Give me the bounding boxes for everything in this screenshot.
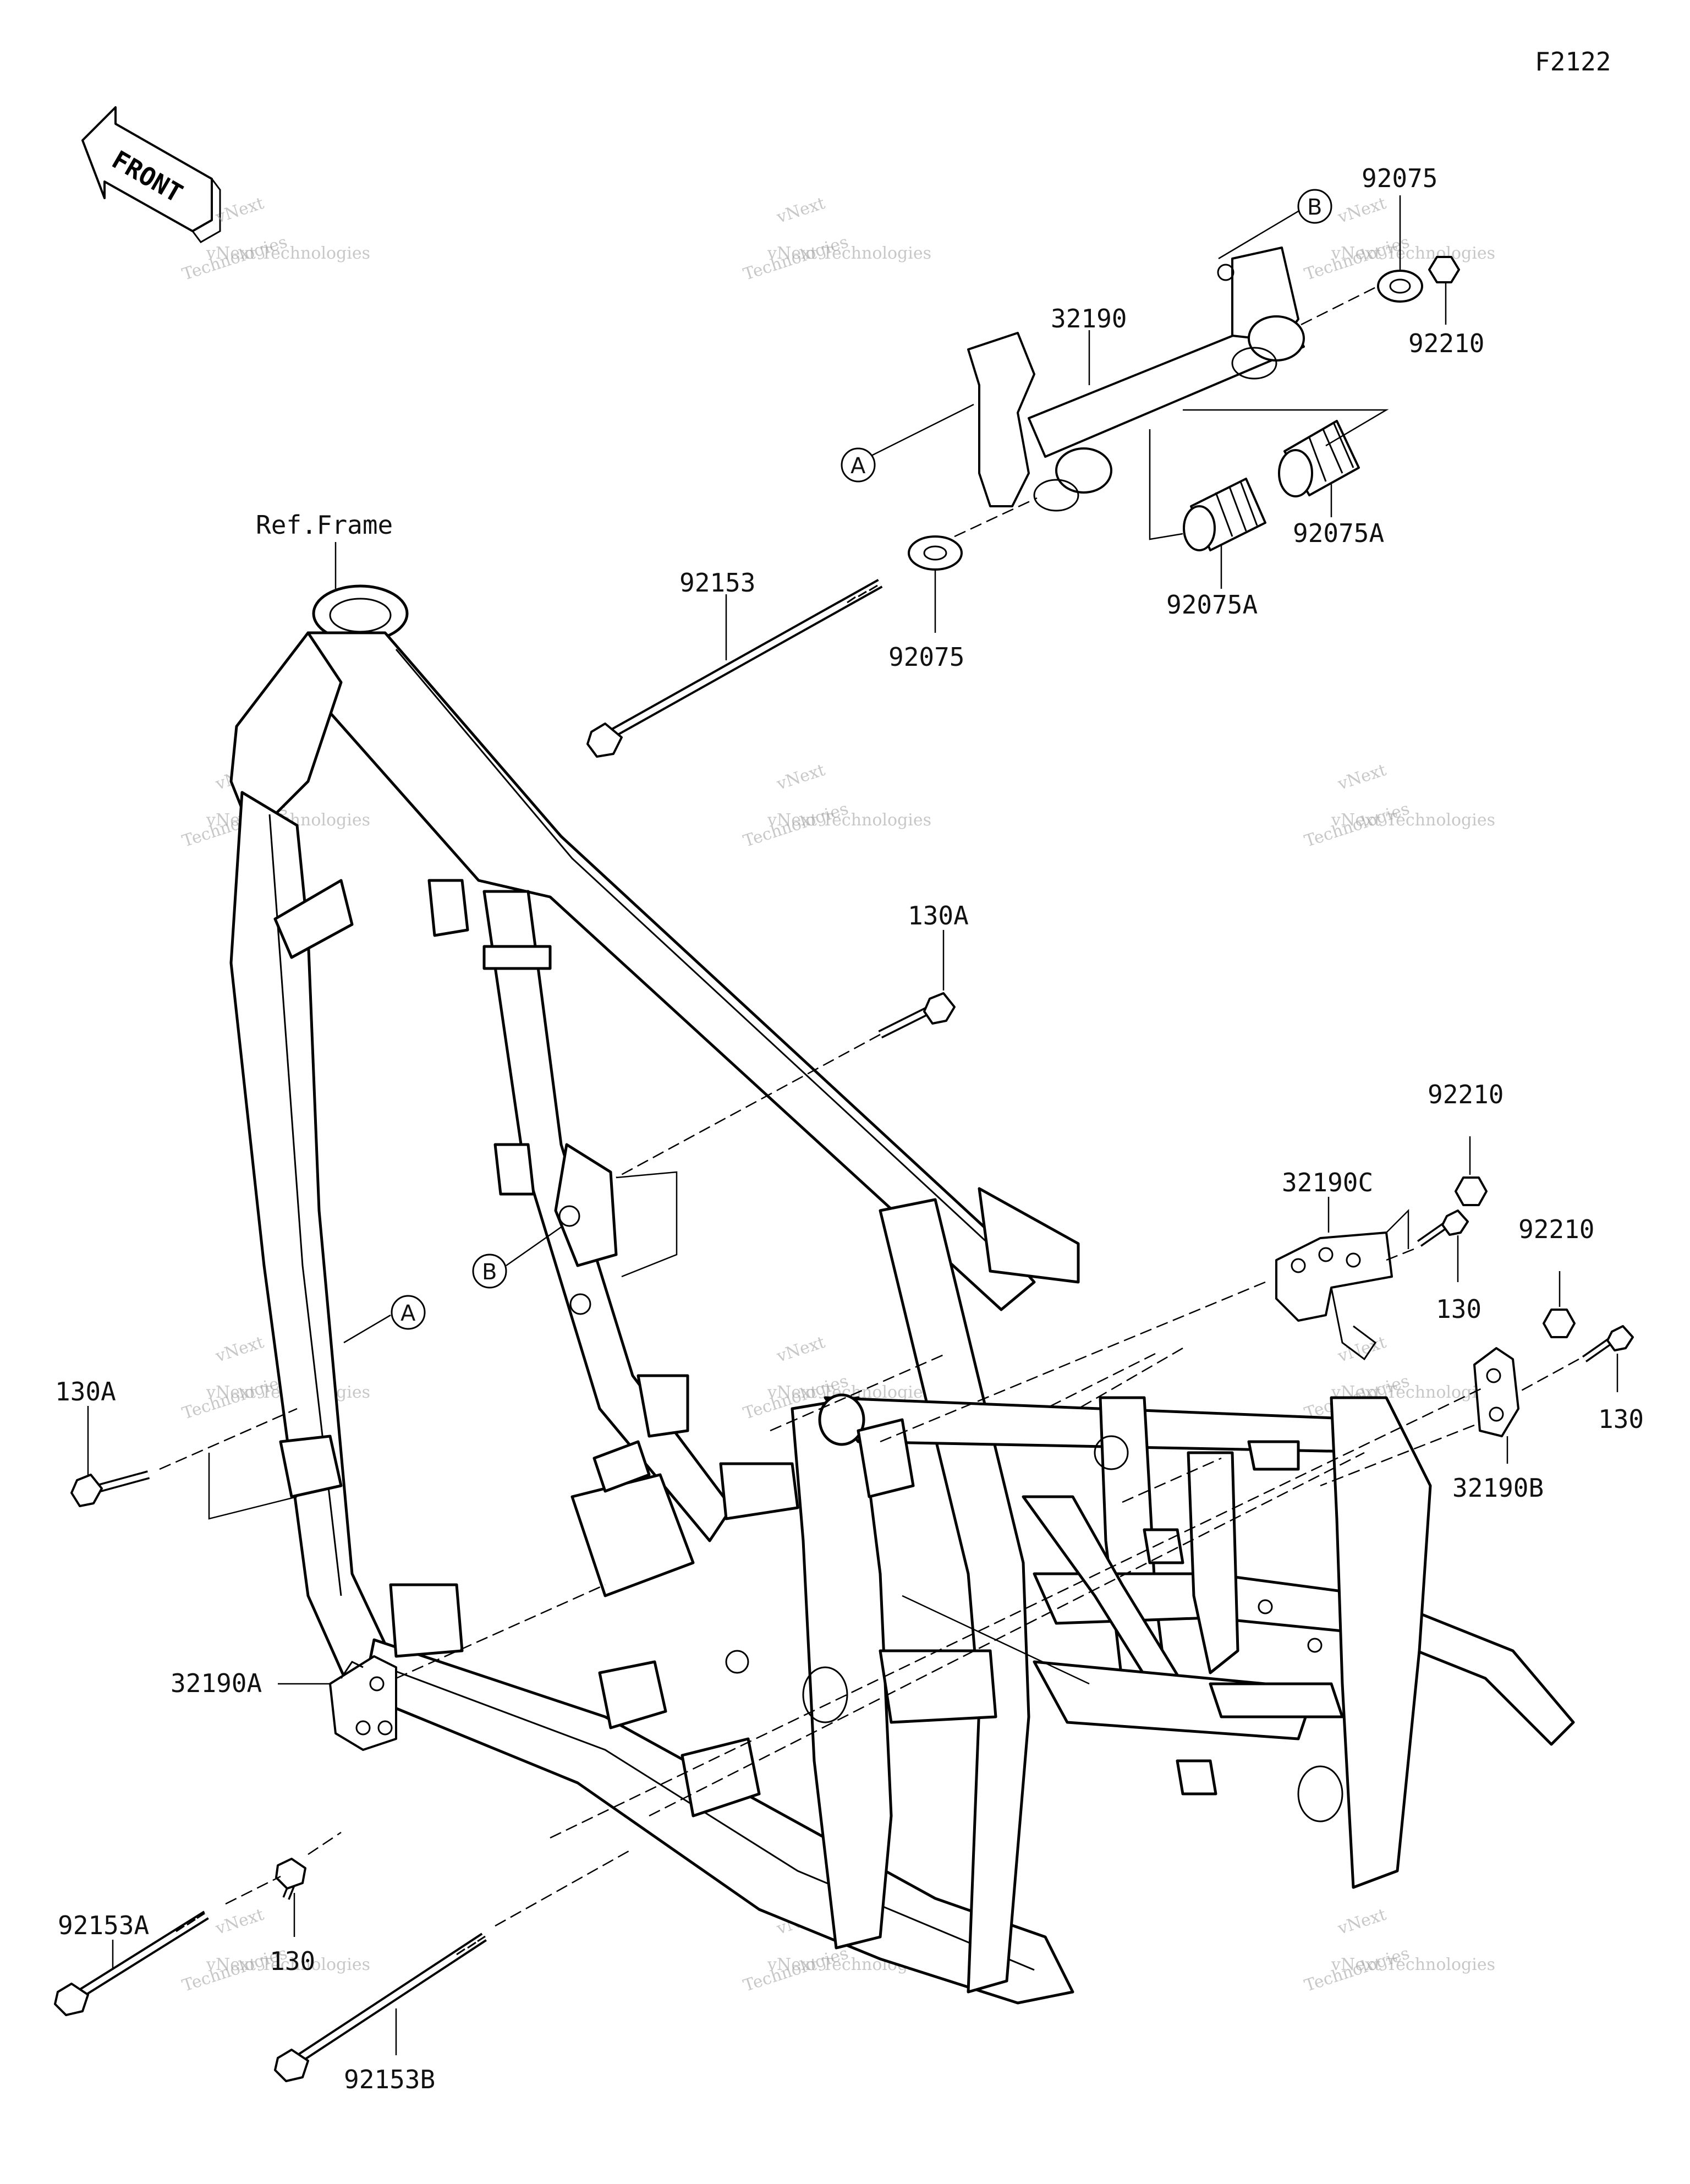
part-92153b-bolt[interactable] [274,1933,487,2082]
label-92075-top: 92075 [1362,163,1437,193]
watermark-text: vNext Technologies [1331,244,1495,263]
part-92153-through-bolt[interactable] [586,579,883,758]
watermark-text: vNext [774,194,827,227]
part-92075-washer-bottom[interactable] [908,535,963,571]
watermark-text: vNext [1335,194,1389,227]
watermark-text: vNext [1335,1333,1389,1366]
label-92153a: 92153A [58,1911,149,1940]
label-92153: 92153 [679,568,755,598]
label-ref-frame: Ref.Frame [256,510,393,540]
watermark-text: vNext [1335,760,1389,794]
part-92075a-damper-center[interactable] [1183,478,1266,551]
watermark-text: vNext Technologies [206,1955,370,1974]
watermark-text: vNext [213,1333,266,1366]
part-32190c-bracket[interactable] [1275,1231,1393,1361]
label-130a-top: 130A [908,901,969,930]
label-32190b: 32190B [1452,1473,1544,1503]
leader-lines [87,195,1618,2055]
part-32190b-bracket[interactable] [1473,1347,1519,1437]
front-arrow-icon: FRONT [81,106,221,243]
part-92075-washer-top[interactable] [1377,270,1423,303]
label-92075a-right: 92075A [1293,518,1384,548]
part-labels: 92075 92210 32190 92075A 92075A Ref.Fram… [55,163,1644,2094]
callout-a-top-label: A [851,453,866,479]
label-130-mid: 130 [1436,1294,1482,1324]
label-92075a-center: 92075A [1166,590,1258,620]
callout-a-top: A [841,447,876,483]
label-92153b: 92153B [344,2065,435,2094]
watermark-text: vNext Technologies [206,244,370,263]
part-130-bolt-right[interactable] [1582,1325,1634,1362]
watermark-text: vNext Technologies [1331,811,1495,830]
label-32190a: 32190A [171,1668,262,1698]
part-32190-mount-bracket[interactable] [967,247,1305,512]
part-92210-nut-mid[interactable] [1455,1176,1488,1206]
watermark-text: vNext [213,1905,266,1939]
watermark-text: vNext [774,760,827,794]
label-92075-bottom: 92075 [888,642,964,672]
label-130-right: 130 [1598,1404,1644,1434]
watermark-text: vNext Technologies [767,244,931,263]
label-92210-right: 92210 [1518,1214,1594,1244]
callout-b-top: B [1297,189,1332,224]
callout-b-mid: B [472,1254,507,1289]
label-32190c: 32190C [1282,1168,1373,1197]
callout-a-left: A [391,1295,426,1330]
watermark-text: vNext Technologies [767,811,931,830]
watermark-text: vNext [1335,1905,1389,1939]
part-92153a-bolt[interactable] [54,1911,209,2016]
part-92210-nut-right[interactable] [1543,1309,1576,1338]
part-130a-bolt-left[interactable] [70,1470,150,1507]
part-130a-bolt-top[interactable] [878,992,956,1039]
diagram-id: F2122 [1535,47,1611,76]
part-130-bolt-mid[interactable] [1417,1209,1469,1247]
label-32190: 32190 [1051,304,1127,333]
part-92210-nut-top[interactable] [1428,256,1460,283]
label-92210-mid: 92210 [1428,1080,1504,1109]
callout-b-top-label: B [1307,195,1322,220]
motorcycle-frame [229,584,1575,2005]
label-92210-top: 92210 [1408,329,1484,358]
label-130-bottom: 130 [270,1946,315,1976]
part-130-bolt-bottom[interactable] [275,1858,306,1900]
part-92075a-damper-right[interactable] [1278,420,1360,497]
watermark-text: vNext [774,1333,827,1366]
callout-a-left-label: A [400,1301,416,1326]
part-32190a-bracket[interactable] [329,1655,397,1751]
label-130a-left: 130A [55,1377,116,1406]
callout-b-mid-label: B [482,1260,497,1285]
watermark-text: vNext Technologies [1331,1955,1495,1974]
